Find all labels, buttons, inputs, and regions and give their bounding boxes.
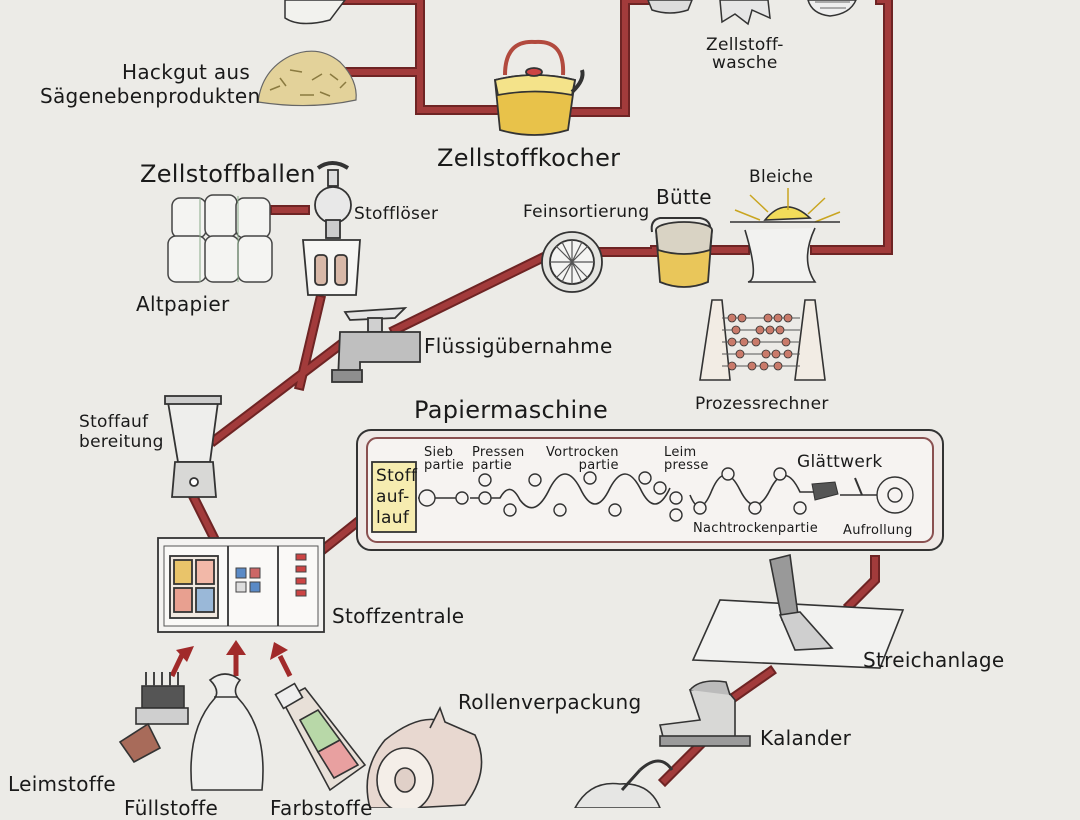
pulp-bales-icon [167,194,273,283]
label-zellstoffwaesche: Zellstoff- wasche [706,35,784,73]
wood-chips-pile-icon [257,50,357,107]
dye-tube-icon [274,682,367,792]
label-buette: Bütte [656,185,712,209]
pulper-icon [302,161,361,296]
kettle-icon [493,39,585,136]
label-altpapier: Altpapier [136,292,230,316]
input-arrows [169,640,293,678]
bleaching-icon [730,188,841,283]
label-zellstoffkocher: Zellstoffkocher [437,144,621,172]
top-left-container-icon [284,0,346,25]
label-leimpresse: Leim presse [664,445,709,473]
fine-screening-icon [541,231,603,293]
label-stoffauflauf: Stoff auf- lauf [376,466,418,528]
label-stoffaufbereitung: Stoffauf bereitung [79,412,164,452]
stock-preparation-center [157,537,325,633]
label-nachtrockenpartie: Nachtrockenpartie [693,521,819,536]
label-papiermaschine: Papiermaschine [414,396,609,424]
label-vortrockenpartie: Vortrocken partie [546,445,619,473]
label-fluessiguebernahme: Flüssigübernahme [424,334,613,358]
label-hackgut: Hackgut aus [122,60,251,84]
bottom-kettle-icon [574,759,674,808]
blender-icon [164,395,222,498]
filler-bag-icon [190,673,264,791]
label-saegenebenprodukte: Sägenebenprodukten [40,84,261,108]
label-farbstoffe: Farbstoffe [270,796,373,820]
label-feinsortierung: Feinsortierung [523,202,650,222]
label-bleiche: Bleiche [749,167,814,187]
label-glaettwerk: Glättwerk [797,452,883,472]
label-aufrollung: Aufrollung [843,523,913,538]
label-siebpartie: Sieb partie [424,445,465,473]
label-stoffzentrale: Stoffzentrale [332,604,465,628]
vat-icon [650,217,713,288]
label-leimstoffe: Leimstoffe [8,772,117,796]
paper-machine [356,429,944,551]
faucet-icon [331,306,421,383]
label-rollenverpackung: Rollenverpackung [458,690,642,714]
process-computer-abacus-icon [699,299,826,381]
zellstoffwaesche-icons [647,0,857,26]
calender-iron-icon [659,680,751,747]
coating-unit-icon [691,554,905,669]
glue-brush-icon [118,672,189,764]
label-pressenpartie: Pressen partie [472,445,525,473]
pipes [188,0,893,788]
label-prozessrechner: Prozessrechner [695,394,829,414]
label-kalander: Kalander [760,726,852,750]
label-stoffloeser: Stofflöser [354,204,439,224]
label-streichanlage: Streichanlage [863,648,1005,672]
roll-packaging-icon [366,705,483,808]
label-fuellstoffe: Füllstoffe [124,796,219,820]
label-zellstoffballen: Zellstoffballen [140,160,316,188]
